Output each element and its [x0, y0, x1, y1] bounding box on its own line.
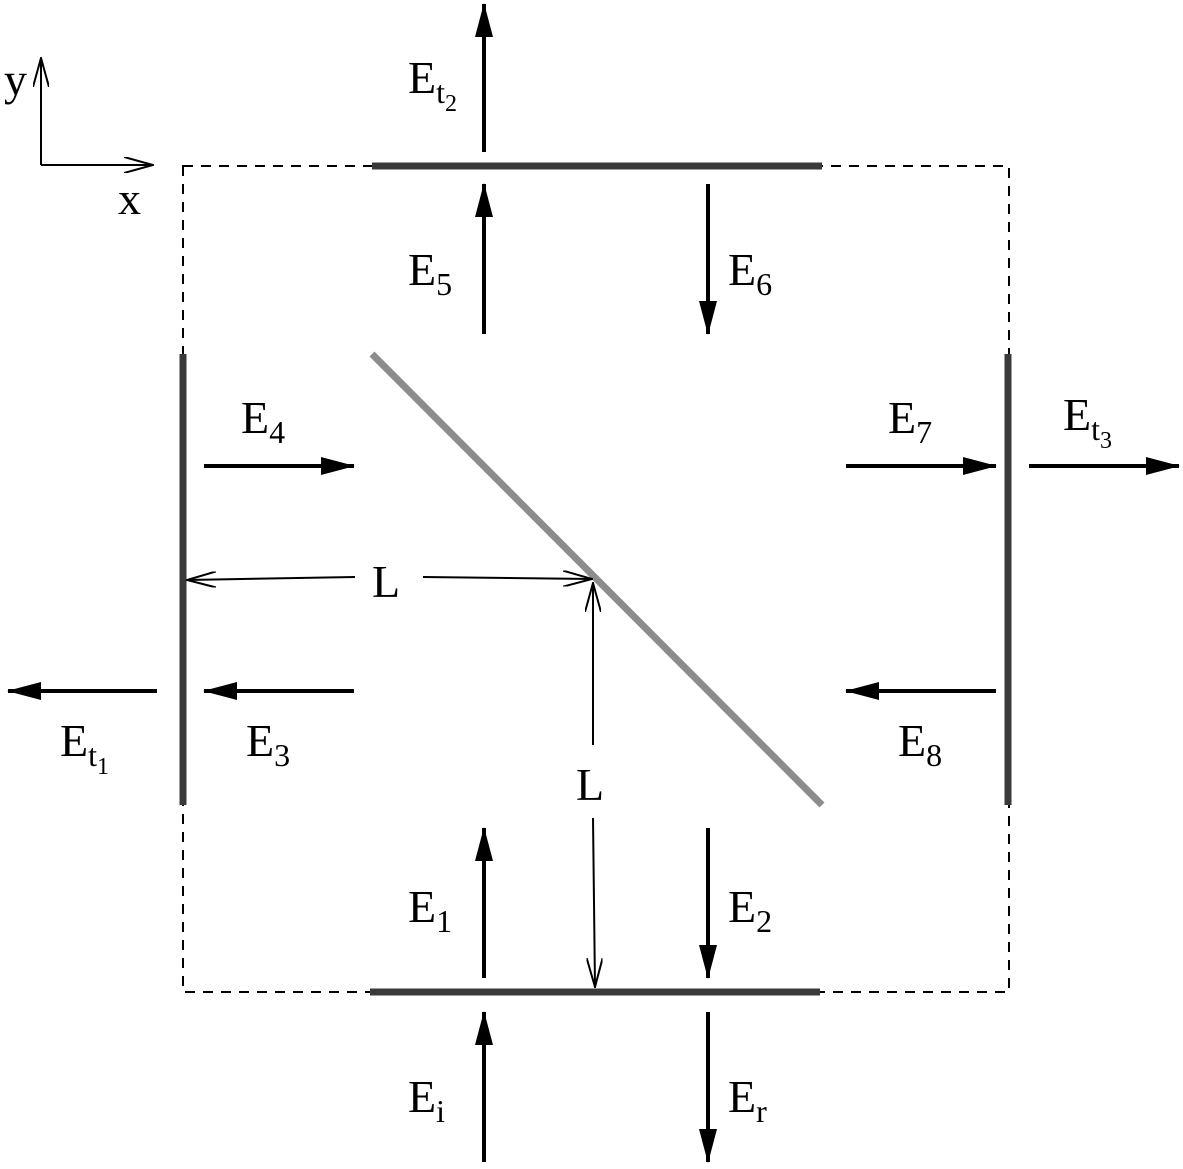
label-Ei: Ei — [408, 1071, 445, 1129]
beam-splitter — [369, 351, 825, 808]
label-Et3: Et3 — [1063, 389, 1112, 454]
horizontal-dimension-label: L — [372, 556, 400, 607]
label-E8: E8 — [898, 715, 942, 773]
horizontal-dimension-right — [422, 577, 592, 579]
label-E2: E2 — [728, 881, 772, 939]
label-Er: Er — [728, 1071, 767, 1129]
label-E4: E4 — [241, 392, 285, 450]
vertical-dimension-label: L — [576, 759, 604, 810]
label-E5: E5 — [408, 244, 452, 302]
horizontal-dimension-left — [187, 577, 356, 580]
label-E3: E3 — [246, 715, 290, 773]
vertical-dimension-bottom — [593, 817, 595, 987]
label-E7: E7 — [888, 392, 932, 450]
label-E1: E1 — [408, 881, 452, 939]
mirrors — [179, 162, 1012, 996]
field-arrows — [7, 3, 1180, 1163]
coordinate-axes: y x — [4, 54, 153, 224]
label-Et2: Et2 — [408, 52, 457, 117]
dimension-lines: L L — [187, 556, 604, 987]
y-axis-label: y — [4, 54, 27, 105]
label-Et1: Et1 — [60, 715, 109, 780]
field-labels: Et2 E5 E6 E4 E7 Et3 Et1 E3 E8 E1 E2 Ei E… — [60, 52, 1112, 1129]
label-E6: E6 — [728, 244, 772, 302]
x-axis-label: x — [118, 173, 141, 224]
